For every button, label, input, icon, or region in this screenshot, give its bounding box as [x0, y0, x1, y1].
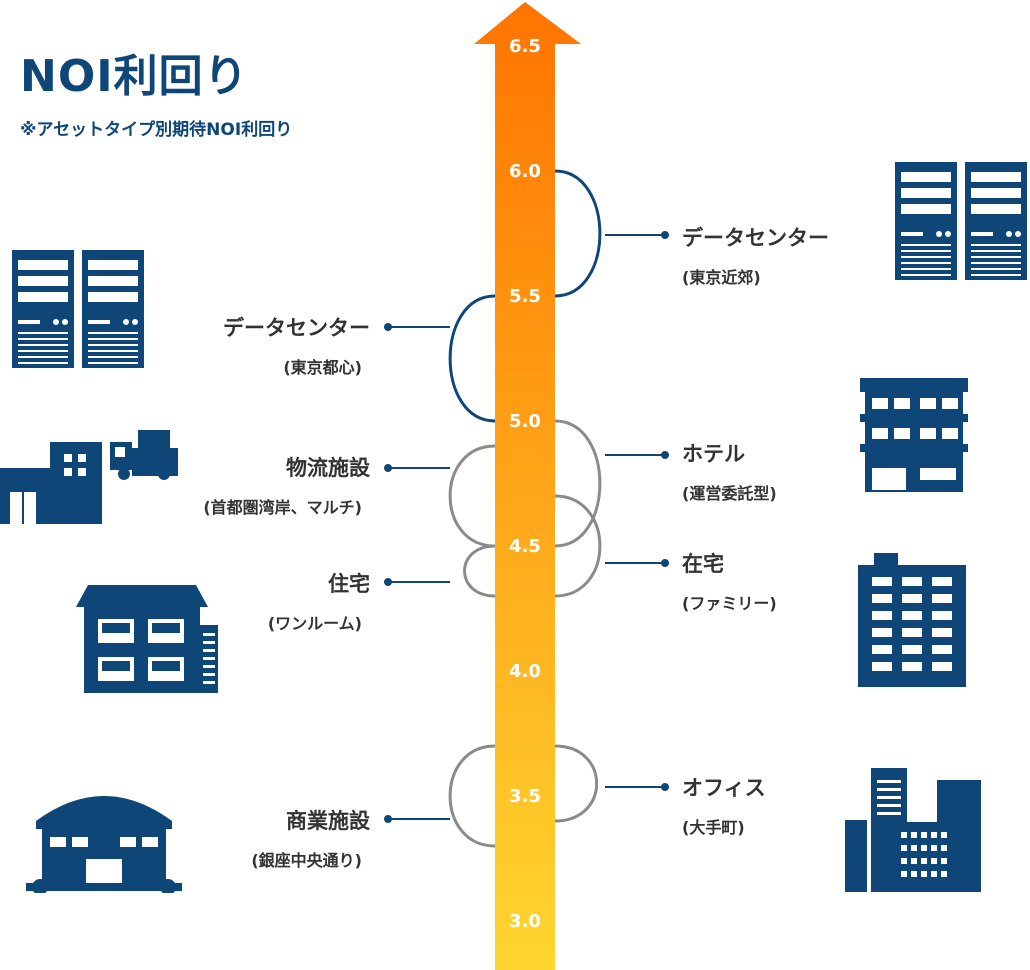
asset-label: 住宅 (ワンルーム): [268, 568, 370, 634]
yield-range-arc: [554, 419, 602, 548]
asset-name: データセンター: [682, 226, 829, 250]
asset-name: 住宅: [328, 572, 370, 596]
axis-tick-label: 5.5: [509, 286, 541, 307]
server-rack-icon: [895, 162, 1027, 284]
asset-location: (ワンルーム): [267, 614, 362, 633]
connector-dot: [384, 815, 392, 823]
asset-label: 物流施設 (首都圏湾岸、マルチ): [203, 452, 370, 518]
asset-label: データセンター (東京近郊): [682, 222, 829, 288]
shopping-mall-icon: [26, 785, 182, 897]
hotel-icon: [860, 378, 968, 498]
page-subtitle: ※アセットタイプ別期待NOI利回り: [20, 120, 293, 140]
yield-range-arc: [554, 744, 599, 823]
yield-range-arc: [554, 494, 602, 598]
asset-label: 在宅 (ファミリー): [682, 548, 777, 614]
axis-tick-label: 5.0: [509, 411, 541, 432]
asset-label: オフィス (大手町): [682, 772, 766, 838]
yield-range-arc: [448, 444, 496, 548]
connector-dot: [384, 323, 392, 331]
office-buildings-icon: [845, 768, 985, 896]
server-rack-icon: [12, 250, 144, 372]
connector-dot: [661, 559, 669, 567]
yield-range-arc: [448, 294, 496, 423]
connector-dot: [661, 231, 669, 239]
connector-dot: [661, 451, 669, 459]
asset-label: 商業施設 (銀座中央通り): [251, 805, 370, 871]
yield-arrow: [474, 2, 581, 970]
asset-label: ホテル (運営委託型): [682, 438, 777, 504]
asset-name: 商業施設: [286, 809, 370, 833]
axis-tick-label: 3.5: [509, 786, 541, 807]
yield-range-arc: [554, 169, 602, 298]
asset-name: オフィス: [682, 776, 766, 800]
asset-label: データセンター (東京都心): [223, 312, 370, 378]
axis-tick-label: 6.0: [509, 161, 541, 182]
axis-tick-label: 4.0: [509, 661, 541, 682]
axis-tick-label: 6.5: [509, 36, 541, 57]
asset-location: (東京近郊): [682, 268, 761, 287]
warehouse-truck-icon: [0, 428, 180, 530]
asset-location: (大手町): [682, 818, 745, 837]
connector-dot: [384, 464, 392, 472]
asset-location: (運営委託型): [682, 484, 777, 503]
asset-name: 在宅: [682, 552, 724, 576]
axis-tick-label: 3.0: [509, 911, 541, 932]
asset-name: ホテル: [682, 442, 745, 466]
asset-location: (首都圏湾岸、マルチ): [203, 498, 362, 517]
asset-location: (東京都心): [283, 358, 362, 377]
asset-location: (ファミリー): [682, 594, 777, 613]
asset-location: (銀座中央通り): [251, 851, 362, 870]
yield-range-arc: [463, 544, 496, 598]
apartment-tower-icon: [858, 553, 966, 693]
connector-dot: [661, 783, 669, 791]
asset-name: データセンター: [223, 316, 370, 340]
apartment-house-icon: [76, 585, 220, 699]
page-title: NOI利回り: [20, 51, 249, 102]
connector-dot: [384, 578, 392, 586]
yield-range-arc: [448, 744, 496, 848]
asset-name: 物流施設: [286, 456, 370, 480]
axis-tick-label: 4.5: [509, 536, 541, 557]
